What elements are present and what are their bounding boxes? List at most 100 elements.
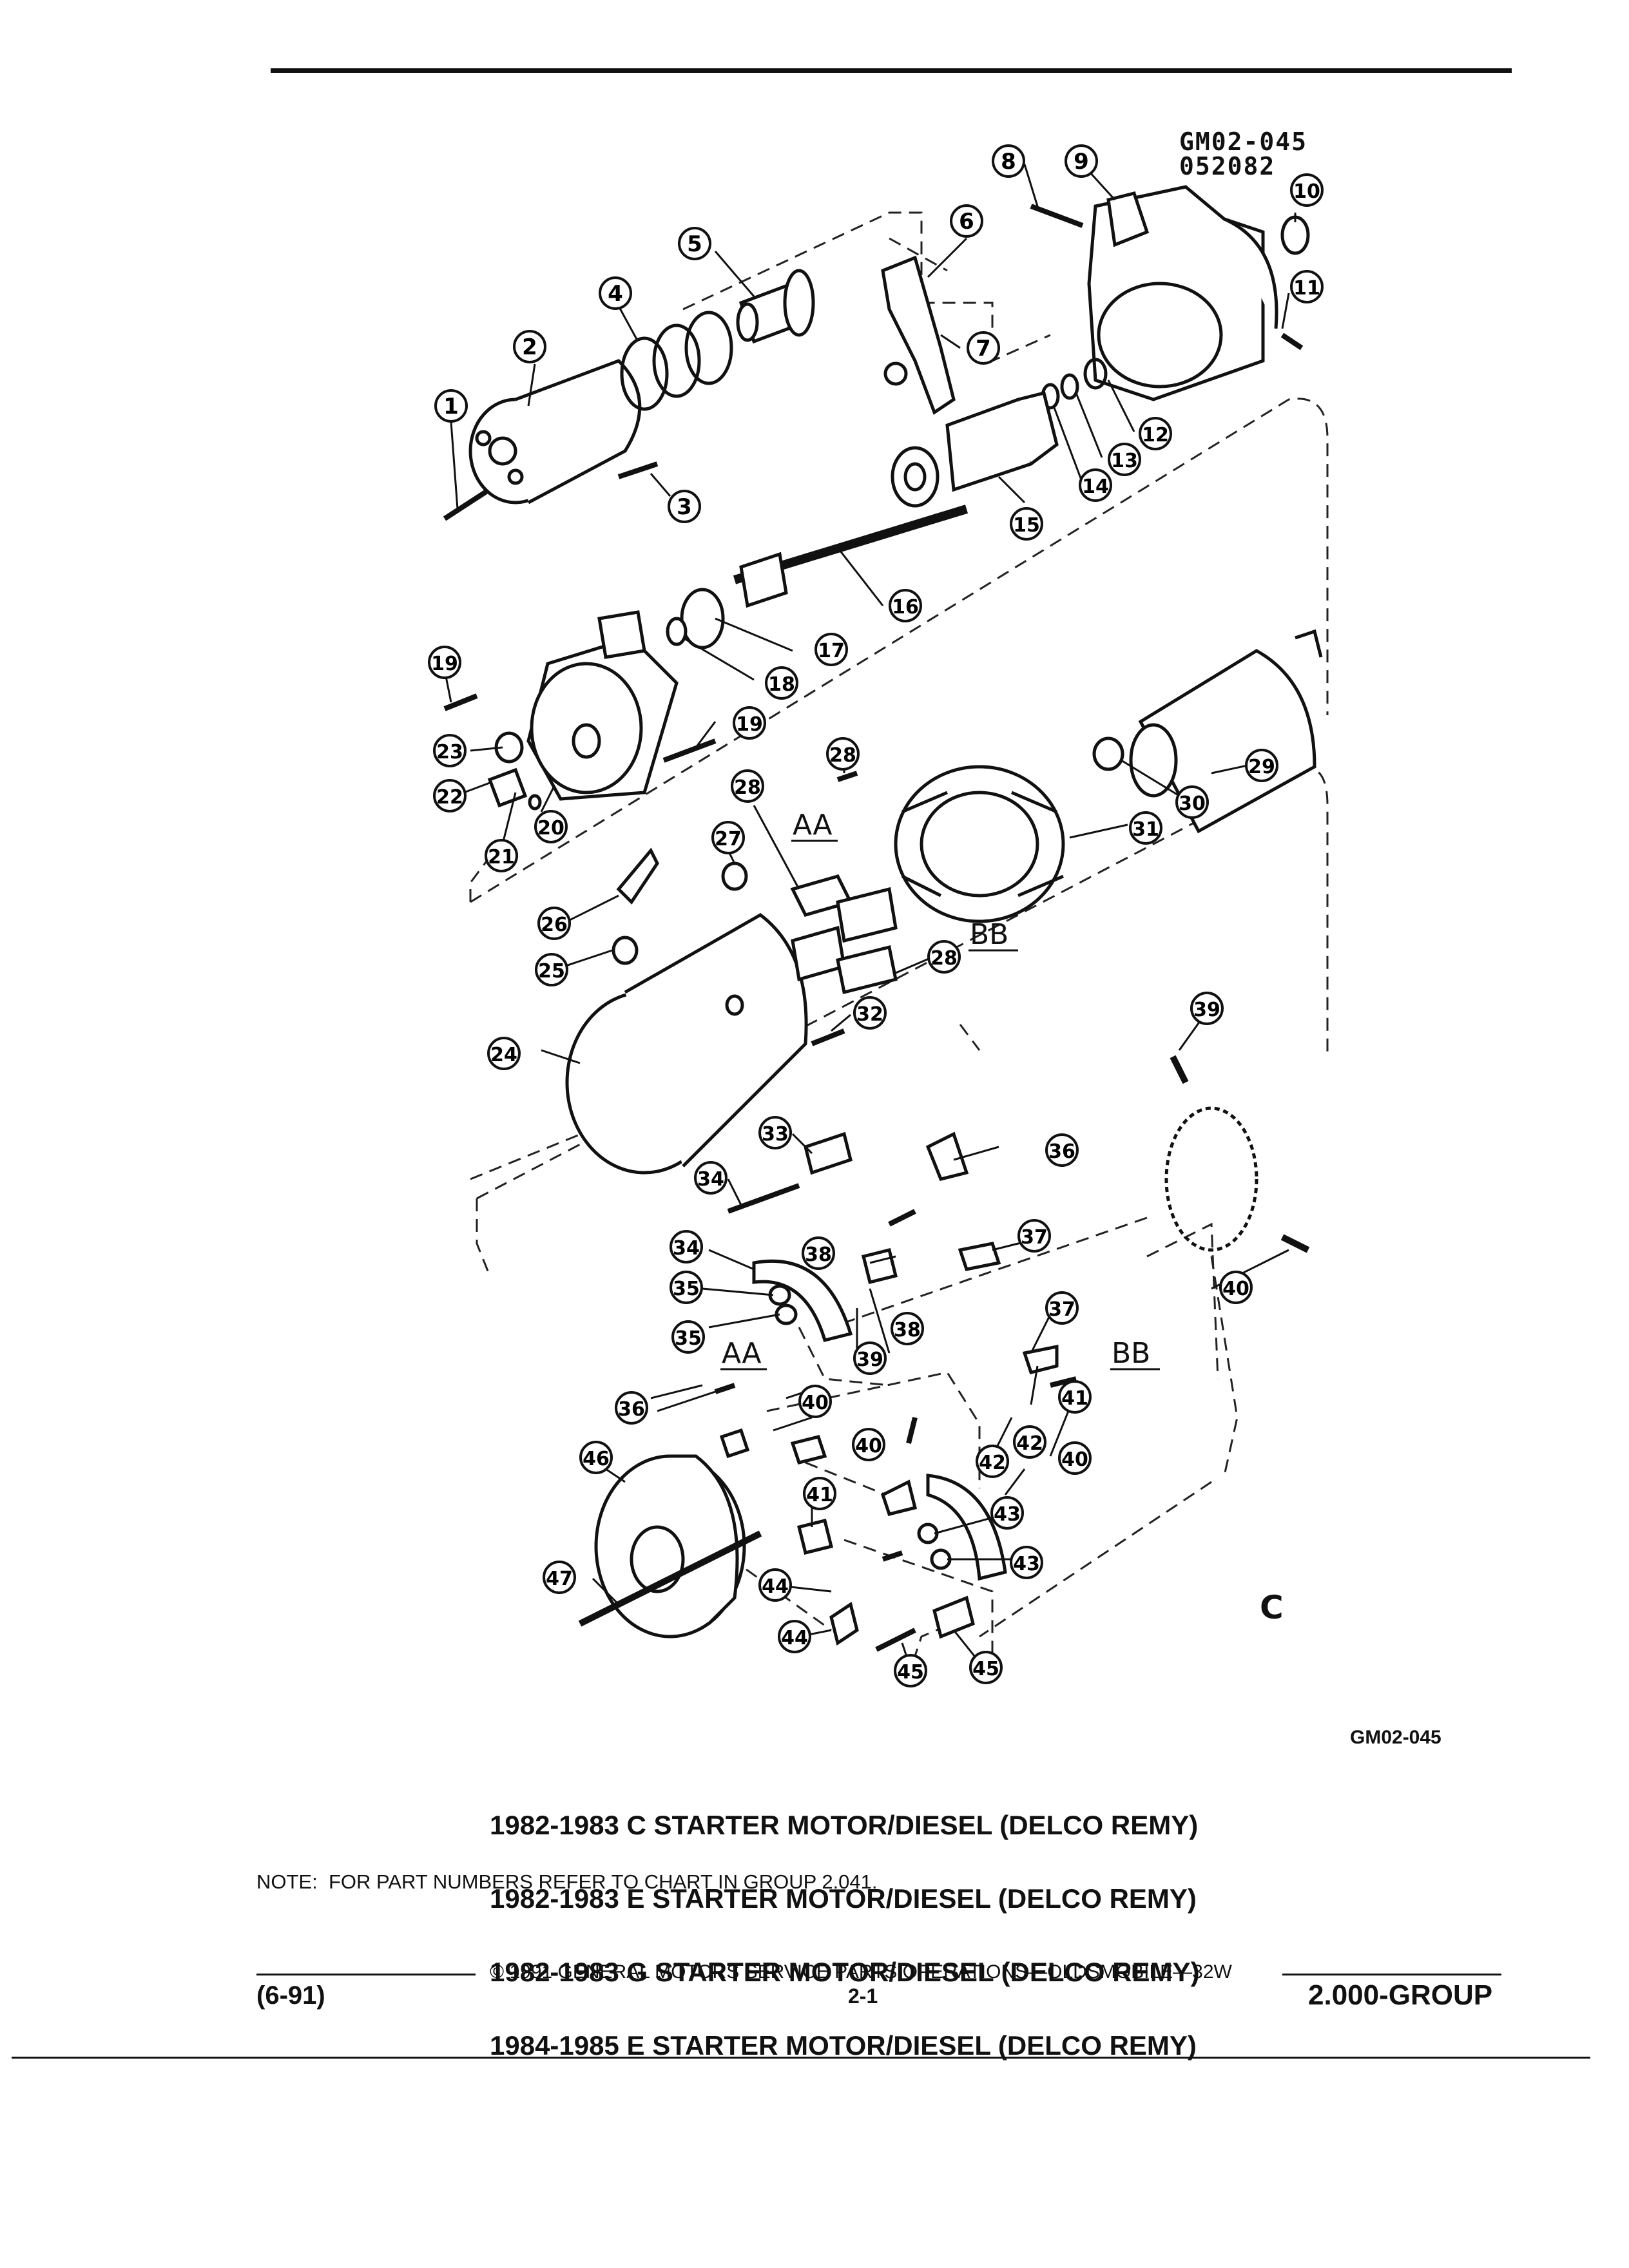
callout-number: 34 [673, 1237, 700, 1260]
callout-circle [1013, 1425, 1046, 1459]
callout-circle [733, 706, 766, 740]
callout-19: 19 [733, 706, 766, 740]
callout-number: 28 [829, 744, 856, 767]
callout-number: 12 [1142, 424, 1169, 447]
callout-number: 37 [1021, 1226, 1048, 1249]
callout-number: 19 [431, 653, 458, 675]
callout-number: 23 [436, 741, 463, 764]
callout-circle [889, 589, 922, 622]
callout-42: 42 [976, 1445, 1009, 1478]
diagram-id: GM02-045 [1179, 128, 1308, 156]
callout-circle [802, 1236, 835, 1270]
callout-number: 17 [818, 640, 845, 662]
callout-26: 26 [537, 907, 571, 940]
callout-9: 9 [1065, 144, 1098, 178]
callout-37: 37 [1045, 1291, 1079, 1325]
callout-5: 5 [678, 227, 711, 260]
callout-circle [758, 1116, 792, 1149]
callout-number: 29 [1248, 756, 1275, 778]
callout-40: 40 [798, 1385, 832, 1418]
revision-date: (6-91) [256, 1981, 325, 2010]
callout-47: 47 [543, 1561, 576, 1594]
callout-29: 29 [1245, 749, 1278, 782]
spring [620, 311, 733, 411]
callout-number: 35 [675, 1327, 702, 1350]
callout-circle [1058, 1380, 1092, 1414]
callout-circle [671, 1320, 705, 1354]
callout-circle [927, 940, 961, 974]
callout-number: 22 [436, 786, 463, 809]
callout-number: 28 [930, 947, 958, 970]
callout-number: 45 [972, 1658, 999, 1680]
callout-circle [967, 331, 1000, 365]
callout-circle [537, 907, 571, 940]
field-frame [565, 913, 808, 1175]
callout-33: 33 [758, 1116, 792, 1149]
callout-38: 38 [802, 1236, 835, 1270]
callout-number: 28 [734, 776, 761, 799]
callout-6: 6 [950, 204, 983, 238]
callout-28: 28 [826, 737, 860, 771]
callout-number: 38 [805, 1244, 832, 1266]
title-line: 1982-1983 C STARTER MOTOR/DIESEL (DELCO … [490, 1810, 1199, 1840]
callout-45: 45 [969, 1651, 1003, 1684]
callout-number: 40 [855, 1435, 882, 1457]
callout-number: 42 [1016, 1432, 1043, 1455]
callout-number: 41 [806, 1484, 833, 1506]
callout-number: 1 [443, 394, 459, 419]
field-coils [894, 765, 1065, 923]
callout-circle [543, 1561, 576, 1594]
callout-circle [891, 1312, 924, 1345]
callout-circle [670, 1271, 703, 1304]
callout-28: 28 [731, 769, 764, 803]
callout-21: 21 [485, 839, 518, 872]
callout-circle [513, 330, 546, 363]
callout-circle [853, 1341, 887, 1375]
callout-circle [428, 646, 461, 679]
bottom-diagram-id: GM02-045 [1350, 1727, 1441, 1748]
callout-number: 19 [736, 713, 763, 736]
callout-circle [731, 769, 764, 803]
callout-circle [433, 734, 467, 767]
callout-number: 18 [768, 673, 795, 696]
callout-2: 2 [513, 330, 546, 363]
footer-rule-right [1282, 1974, 1501, 1975]
callout-circle [1045, 1133, 1079, 1167]
callout-circle [976, 1445, 1009, 1478]
callout-31: 31 [1129, 811, 1162, 845]
callout-number: 37 [1048, 1298, 1075, 1321]
callout-circle [678, 227, 711, 260]
callout-circle [487, 1037, 521, 1070]
callout-circle [992, 144, 1025, 178]
callout-number: 40 [1061, 1448, 1088, 1471]
label-aa-lower: AA [722, 1337, 761, 1370]
callout-circle [599, 276, 632, 310]
callout-37: 37 [1017, 1219, 1051, 1253]
callout-46: 46 [579, 1441, 613, 1474]
callout-39: 39 [1190, 992, 1224, 1025]
callout-circle [670, 1230, 703, 1264]
callout-circle [1290, 173, 1324, 207]
callout-circle [815, 633, 848, 666]
callout-41: 41 [1058, 1380, 1092, 1414]
callout-circle [485, 839, 518, 872]
commutator-end-frame [594, 1454, 746, 1639]
callout-number: 21 [488, 846, 515, 869]
callout-circle [894, 1654, 927, 1687]
callout-34: 34 [694, 1161, 728, 1195]
callout-18: 18 [765, 666, 798, 700]
callout-circle [969, 1651, 1003, 1684]
callout-38: 38 [891, 1312, 924, 1345]
callout-circle [534, 810, 568, 843]
drive-housing [1087, 185, 1278, 401]
callout-number: 7 [976, 336, 991, 361]
callout-number: 36 [1048, 1140, 1075, 1163]
callout-circle [990, 1496, 1024, 1530]
callout-32: 32 [853, 996, 887, 1030]
callout-number: 27 [715, 828, 742, 850]
callout-number: 44 [781, 1627, 808, 1649]
callout-number: 35 [673, 1278, 700, 1300]
diagram-titles: 1982-1983 C STARTER MOTOR/DIESEL (DELCO … [490, 1764, 1200, 2082]
callout-11: 11 [1290, 270, 1324, 303]
section-letter: C [1260, 1589, 1284, 1626]
